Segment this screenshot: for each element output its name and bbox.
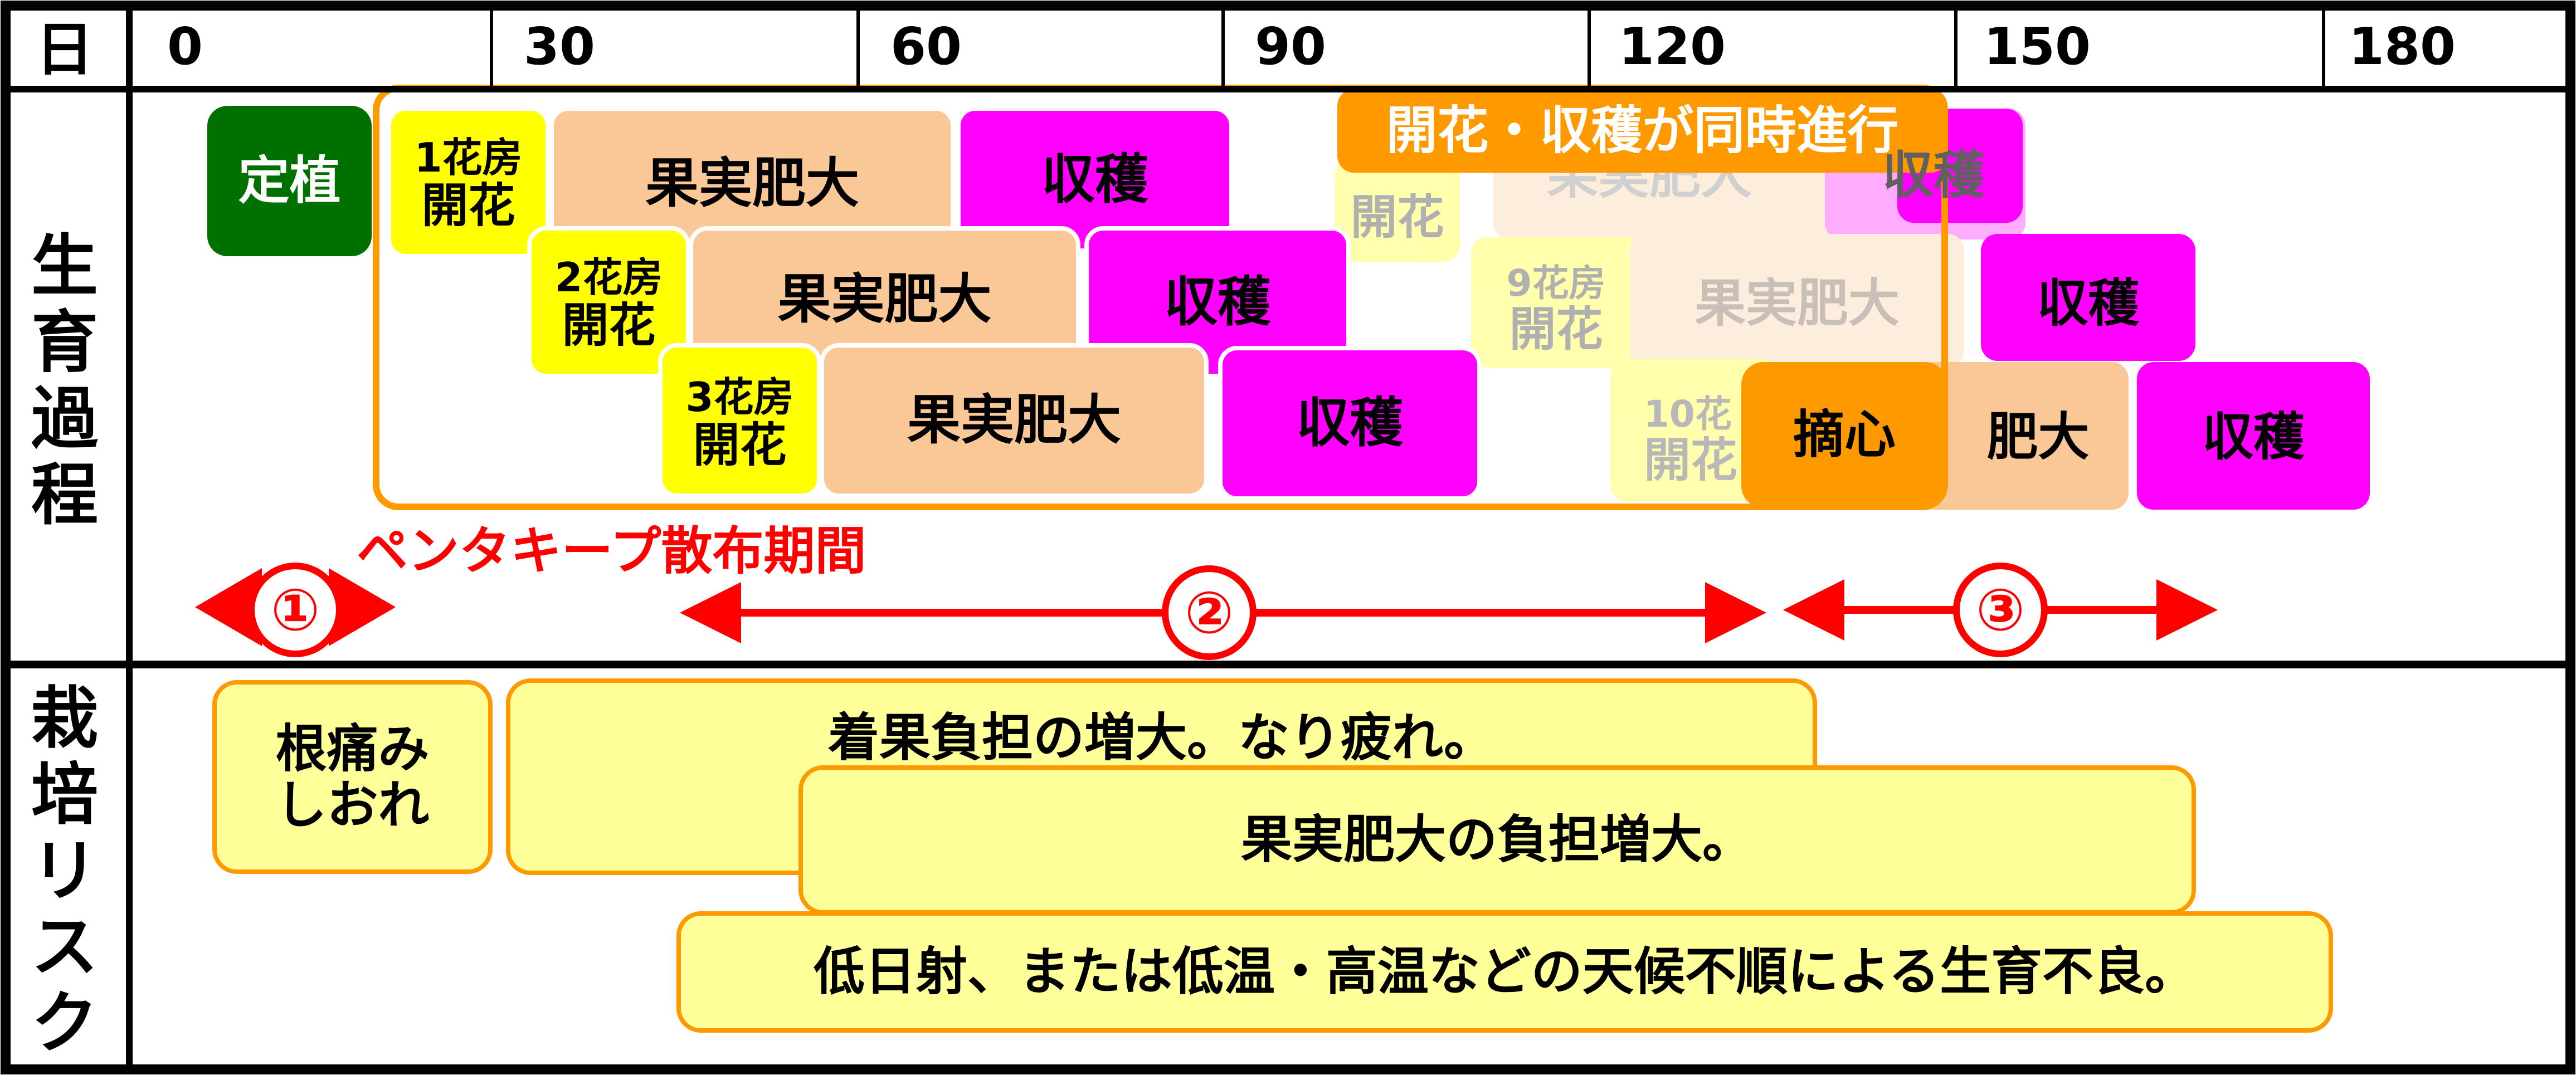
risk-weather-box	[676, 911, 2333, 1033]
enlarge-box-row10	[1914, 362, 2129, 510]
flower10-box	[1610, 359, 1780, 501]
spray-period-2-marker: ②	[1162, 565, 1257, 660]
arrow3-left-head	[1783, 579, 1844, 641]
harvest-box-row9	[1981, 234, 2195, 361]
harvest-box-2	[1084, 226, 1351, 378]
tick-0: 0	[167, 17, 203, 76]
flower2-box	[527, 226, 690, 378]
enlarge-box-3	[820, 343, 1209, 498]
harvest-box-row10	[2137, 362, 2370, 510]
arrow2-left-head	[680, 582, 741, 643]
tick-60: 60	[890, 17, 962, 76]
day-label: 日	[35, 15, 94, 84]
growth-row-label: 生 育 過 程	[31, 228, 98, 534]
enlarge-box-row9	[1630, 234, 1964, 368]
spray-period-3-marker: ③	[1953, 563, 2048, 657]
day-header-label: 日	[0, 10, 129, 89]
callout-box	[1337, 89, 1947, 173]
pinching-box	[1741, 362, 1947, 508]
flower1-box	[387, 106, 550, 258]
tick-90: 90	[1255, 17, 1327, 76]
risk-root-box	[212, 680, 493, 874]
harvest-box-3	[1218, 346, 1482, 501]
tick-180: 180	[2349, 17, 2456, 76]
arrow3-right-head	[2156, 579, 2218, 641]
arrow1-right-head	[329, 568, 396, 646]
tick-120: 120	[1619, 17, 1726, 76]
flower9-box	[1471, 237, 1641, 368]
risk-enlarge-box	[798, 765, 2196, 915]
arrow1-left-head	[195, 568, 262, 646]
risk-row-label: 栽 培 リ ス ク	[31, 680, 98, 1063]
planting-box	[207, 106, 372, 256]
flower-box-faded-top	[1335, 159, 1460, 262]
tick-150: 150	[1984, 17, 2091, 76]
arrow2-right-head	[1705, 582, 1766, 643]
flower3-box	[658, 343, 821, 498]
tick-30: 30	[524, 17, 596, 76]
spray-period-1-marker: ①	[248, 563, 343, 657]
